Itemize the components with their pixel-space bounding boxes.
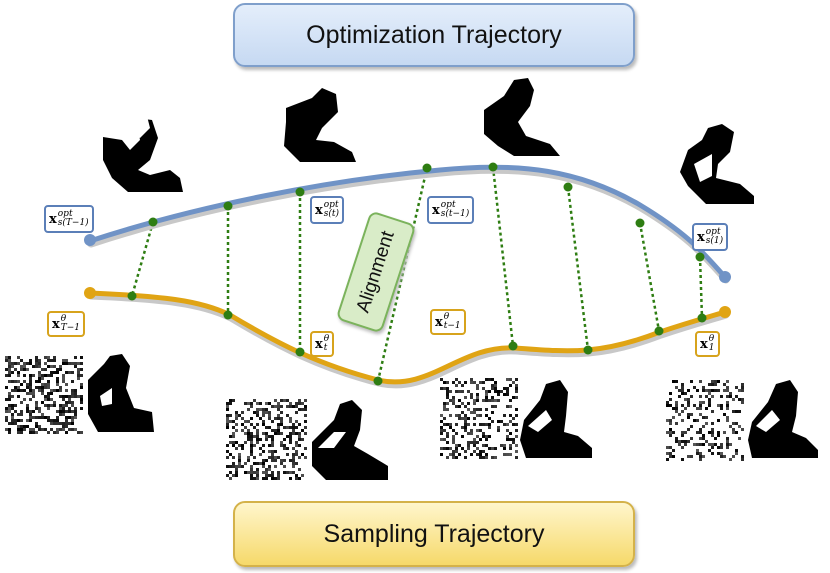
- label-sup: θ: [708, 334, 715, 344]
- alignment-link: [376, 167, 429, 382]
- samp-start-dot: [84, 287, 96, 299]
- noisy-sample: [440, 378, 518, 459]
- label-sup: opt: [440, 200, 456, 210]
- label-var: x: [435, 314, 443, 330]
- noisy-sample: [226, 399, 307, 480]
- alignment-dots: [127, 162, 707, 386]
- label-sub: 1: [708, 343, 715, 353]
- label-sup: opt: [705, 227, 721, 237]
- noisy-samples: [5, 356, 744, 480]
- alignment-link: [698, 256, 704, 319]
- alignment-dot: [654, 326, 664, 336]
- opt-shape-1: [103, 112, 183, 192]
- optimization-trajectory-title: Optimization Trajectory: [306, 20, 562, 49]
- label-var: x: [315, 336, 323, 352]
- opt-shape-2: [284, 88, 356, 162]
- label-sup: θ: [323, 334, 330, 344]
- alignment-link: [491, 166, 515, 347]
- label-sup: θ: [443, 312, 450, 322]
- alignment-dot: [295, 347, 305, 357]
- sampling-trajectory-title: Sampling Trajectory: [323, 519, 545, 548]
- alignment-dot: [148, 217, 158, 227]
- alignment-dot: [697, 313, 707, 323]
- alignment-dot: [508, 341, 518, 351]
- samp-shape-3: [520, 380, 592, 458]
- label-sub: s(t−1): [440, 209, 470, 219]
- samp-end-dot: [719, 306, 731, 318]
- alignment-link: [566, 186, 590, 351]
- samp-shape-1: [88, 354, 154, 432]
- label-sup: θ: [60, 314, 67, 324]
- label-sub: s(T−1): [57, 218, 89, 228]
- label-sub: s(1): [705, 236, 724, 246]
- alignment-dot: [295, 187, 305, 197]
- label-sub: t: [323, 343, 328, 353]
- alignment-dot: [223, 310, 233, 320]
- noisy-sample: [666, 380, 744, 461]
- optimization-trajectory-banner: Optimization Trajectory: [233, 3, 635, 67]
- alignment-dot: [583, 345, 593, 355]
- noisy-sample: [5, 356, 83, 434]
- label-sup: opt: [57, 209, 73, 219]
- opt-shape-3: [484, 78, 560, 156]
- opt-shape-4: [680, 124, 754, 204]
- label-var: x: [697, 229, 705, 245]
- alignment-dot: [695, 252, 705, 262]
- label-var: x: [52, 316, 60, 332]
- label-var: x: [315, 202, 323, 218]
- alignment-dot: [635, 218, 645, 228]
- sampling-trajectory-banner: Sampling Trajectory: [233, 501, 635, 567]
- alignment-links: [130, 166, 704, 382]
- label-sub: s(t): [323, 209, 340, 219]
- alignment-link: [130, 221, 155, 297]
- label-sub: t−1: [443, 321, 461, 331]
- label-sub: T−1: [60, 323, 81, 333]
- opt-start-dot: [84, 234, 96, 246]
- label-var: x: [49, 211, 57, 227]
- label-var: x: [432, 202, 440, 218]
- samp-shape-4: [748, 380, 818, 458]
- alignment-dot: [488, 162, 498, 172]
- opt-end-dot: [719, 271, 731, 283]
- samp-shape-2: [312, 400, 388, 480]
- alignment-dot: [127, 291, 137, 301]
- alignment-link: [638, 222, 661, 332]
- alignment-dot: [422, 163, 432, 173]
- label-sup: opt: [323, 200, 339, 210]
- alignment-dot: [563, 182, 573, 192]
- label-var: x: [700, 336, 708, 352]
- alignment-dot: [223, 201, 233, 211]
- alignment-dot: [373, 376, 383, 386]
